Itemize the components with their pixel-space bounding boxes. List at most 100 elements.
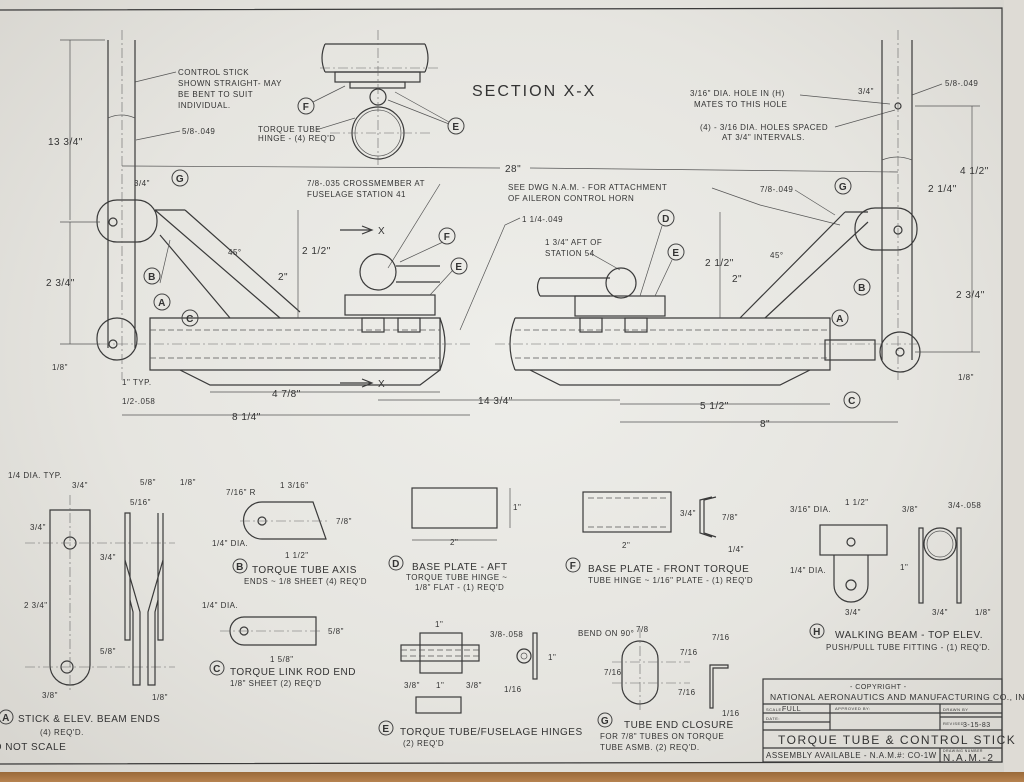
callout-E-right: E	[667, 243, 685, 261]
part-C-sub: 1/8" SHEET (2) REQ'D	[230, 679, 322, 688]
svg-text:E: E	[452, 122, 459, 133]
crossmember-note-2: FUSELAGE STATION 41	[307, 190, 406, 199]
hole-h-note-2: MATES TO THIS HOLE	[694, 100, 787, 109]
dim-right-1-8: 1/8"	[958, 373, 974, 382]
revised-label: REVISED	[943, 721, 964, 726]
callout-B-right: B	[853, 278, 871, 296]
svg-text:B: B	[148, 272, 156, 283]
dim-angle-right: 45°	[770, 251, 784, 260]
dim-right-2: 2"	[732, 274, 742, 285]
callout-C-right: C	[843, 391, 861, 409]
part-H-dim: 1/8"	[975, 608, 991, 617]
assembly-note: ASSEMBLY AVAILABLE - N.A.M.#: CO-1W	[766, 751, 937, 760]
part-A-dim: 1/8"	[180, 478, 196, 487]
part-E-sub: (2) REQ'D	[403, 739, 444, 748]
part-B-dim: 7/8"	[336, 517, 352, 526]
part-C-title: TORQUE LINK ROD END	[230, 667, 356, 678]
section-marker-top: X	[378, 226, 385, 237]
svg-text:H: H	[813, 627, 821, 638]
part-E-dim: 3/8"	[466, 681, 482, 690]
part-callout-H: H	[809, 623, 825, 639]
part-D-dim: 2"	[450, 538, 458, 547]
part-B-dim: 1/4" DIA.	[212, 539, 248, 548]
scale-value: FULL	[782, 706, 801, 713]
part-E-dim: 1"	[548, 653, 556, 662]
svg-text:B: B	[236, 562, 244, 573]
part-F-drawing: 3/4" 7/8" 2" 1/4" F BASE PLATE - FRONT T…	[565, 491, 753, 585]
part-B-dim: 7/16" R	[226, 488, 256, 497]
drawing-number-label: DRAWING NUMBER	[943, 749, 983, 753]
part-B-dim: 1 3/16"	[280, 481, 309, 490]
control-stick-note: CONTROL STICK	[178, 68, 249, 77]
svg-text:A: A	[2, 713, 10, 724]
part-F-sub: TUBE HINGE ~ 1/16" PLATE - (1) REQ'D	[588, 576, 753, 585]
callout-F-assembly: F	[438, 227, 456, 245]
part-callout-B: B	[232, 558, 248, 574]
part-E-dim: 1"	[435, 620, 443, 629]
part-G-dim: 7/8	[636, 625, 649, 634]
part-F-title: BASE PLATE - FRONT TORQUE	[588, 564, 749, 575]
svg-text:D: D	[662, 214, 670, 225]
svg-text:B: B	[858, 283, 866, 294]
part-A-title: STICK & ELEV. BEAM ENDS	[18, 714, 160, 725]
part-F-dim: 7/8"	[722, 513, 738, 522]
dim-half-058: 1/2-.058	[122, 397, 155, 406]
dim-right-2-1-2: 2 1/2"	[705, 258, 734, 269]
assembly-dimensions: 28" 13 3/4" 3/4" 2 3/4" 1/8" 1" TYP. 1/2…	[46, 39, 988, 430]
svg-text:F: F	[570, 561, 577, 572]
callout-A-left: A	[153, 293, 171, 311]
part-H-drawing: 3/16" DIA. 1 1/2" 3/8" 3/4-.058 1/4" DIA…	[790, 498, 991, 652]
part-E-title: TORQUE TUBE/FUSELAGE HINGES	[400, 727, 583, 738]
dim-8: 8"	[760, 419, 770, 430]
dim-8-1-4: 8 1/4"	[232, 412, 261, 423]
part-D-drawing: 1" 2" D BASE PLATE - AFT TORQUE TUBE HIN…	[388, 487, 521, 592]
dim-right-2-3-4: 2 3/4"	[956, 290, 985, 301]
part-D-sub2: 1/8" FLAT - (1) REQ'D	[415, 583, 504, 592]
part-callout-D: D	[388, 555, 404, 571]
svg-text:A: A	[158, 298, 166, 309]
part-A-dim: 3/4"	[72, 481, 88, 490]
table-edge	[0, 772, 1024, 782]
title-block: - COPYRIGHT - NATIONAL AERONAUTICS AND M…	[762, 678, 1024, 764]
part-G-dim: 7/16	[712, 633, 730, 642]
part-D-sub: TORQUE TUBE HINGE ~	[406, 573, 507, 582]
part-G-dim: 7/16	[678, 688, 696, 697]
part-G-sub: FOR 7/8" TUBES ON TORQUE	[600, 732, 724, 741]
aft-station-note-2: STATION 54	[545, 249, 595, 258]
part-A-dim: 5/8"	[100, 647, 116, 656]
control-stick-left	[96, 30, 158, 380]
part-C-dim: 1 5/8"	[270, 655, 294, 664]
torque-tube-right	[495, 211, 920, 386]
dim-28: 28"	[505, 164, 521, 175]
section-marker-bottom: X	[378, 379, 385, 390]
part-H-dim: 3/4-.058	[948, 501, 981, 510]
scale-label: SCALE:	[766, 707, 783, 712]
part-B-sub: ENDS ~ 1/8 SHEET (4) REQ'D	[244, 577, 367, 586]
dim-left-3-4: 3/4"	[134, 179, 150, 188]
part-A-dim: 2 3/4"	[24, 601, 48, 610]
part-A-drawing: 1/4 DIA. TYP. 3/4" 3/4" 3/4" 2 3/4" 5/8"…	[0, 471, 196, 753]
part-G-dim: 7/16	[604, 668, 622, 677]
section-x-x-view: SECTION X-X F E TORQUE TUBE HINGE - (4) …	[258, 30, 594, 165]
aft-station-note: 1 3/4" AFT OF	[545, 238, 602, 247]
part-E-dim: 1/16	[504, 685, 522, 694]
paper-margin	[1004, 0, 1024, 782]
company-name: NATIONAL AERONAUTICS AND MANUFACTURING C…	[770, 692, 1024, 702]
part-callout-F: F	[565, 557, 581, 573]
hole-h-note: 3/16" DIA. HOLE IN (H)	[690, 89, 785, 98]
control-stick-note-4: INDIVIDUAL.	[178, 101, 231, 110]
dim-brace-2-1-2: 2 1/2"	[302, 246, 331, 257]
part-A-dim: 5/16"	[130, 498, 151, 507]
part-A-dim: 1/8"	[152, 693, 168, 702]
crossmember-note: 7/8-.035 CROSSMEMBER AT	[307, 179, 425, 188]
part-D-title: BASE PLATE - AFT	[412, 562, 508, 573]
see-drawing-note: SEE DWG N.A.M. - FOR ATTACHMENT	[508, 183, 667, 192]
part-callout-F: F	[297, 97, 315, 115]
svg-text:A: A	[836, 314, 844, 325]
dim-brace-2: 2"	[278, 272, 288, 283]
copyright-label: - COPYRIGHT -	[850, 684, 907, 691]
part-callout-E: E	[378, 720, 394, 736]
part-A-dim: 1/4 DIA. TYP.	[8, 471, 62, 480]
part-A-qty: (4) REQ'D.	[40, 728, 84, 737]
